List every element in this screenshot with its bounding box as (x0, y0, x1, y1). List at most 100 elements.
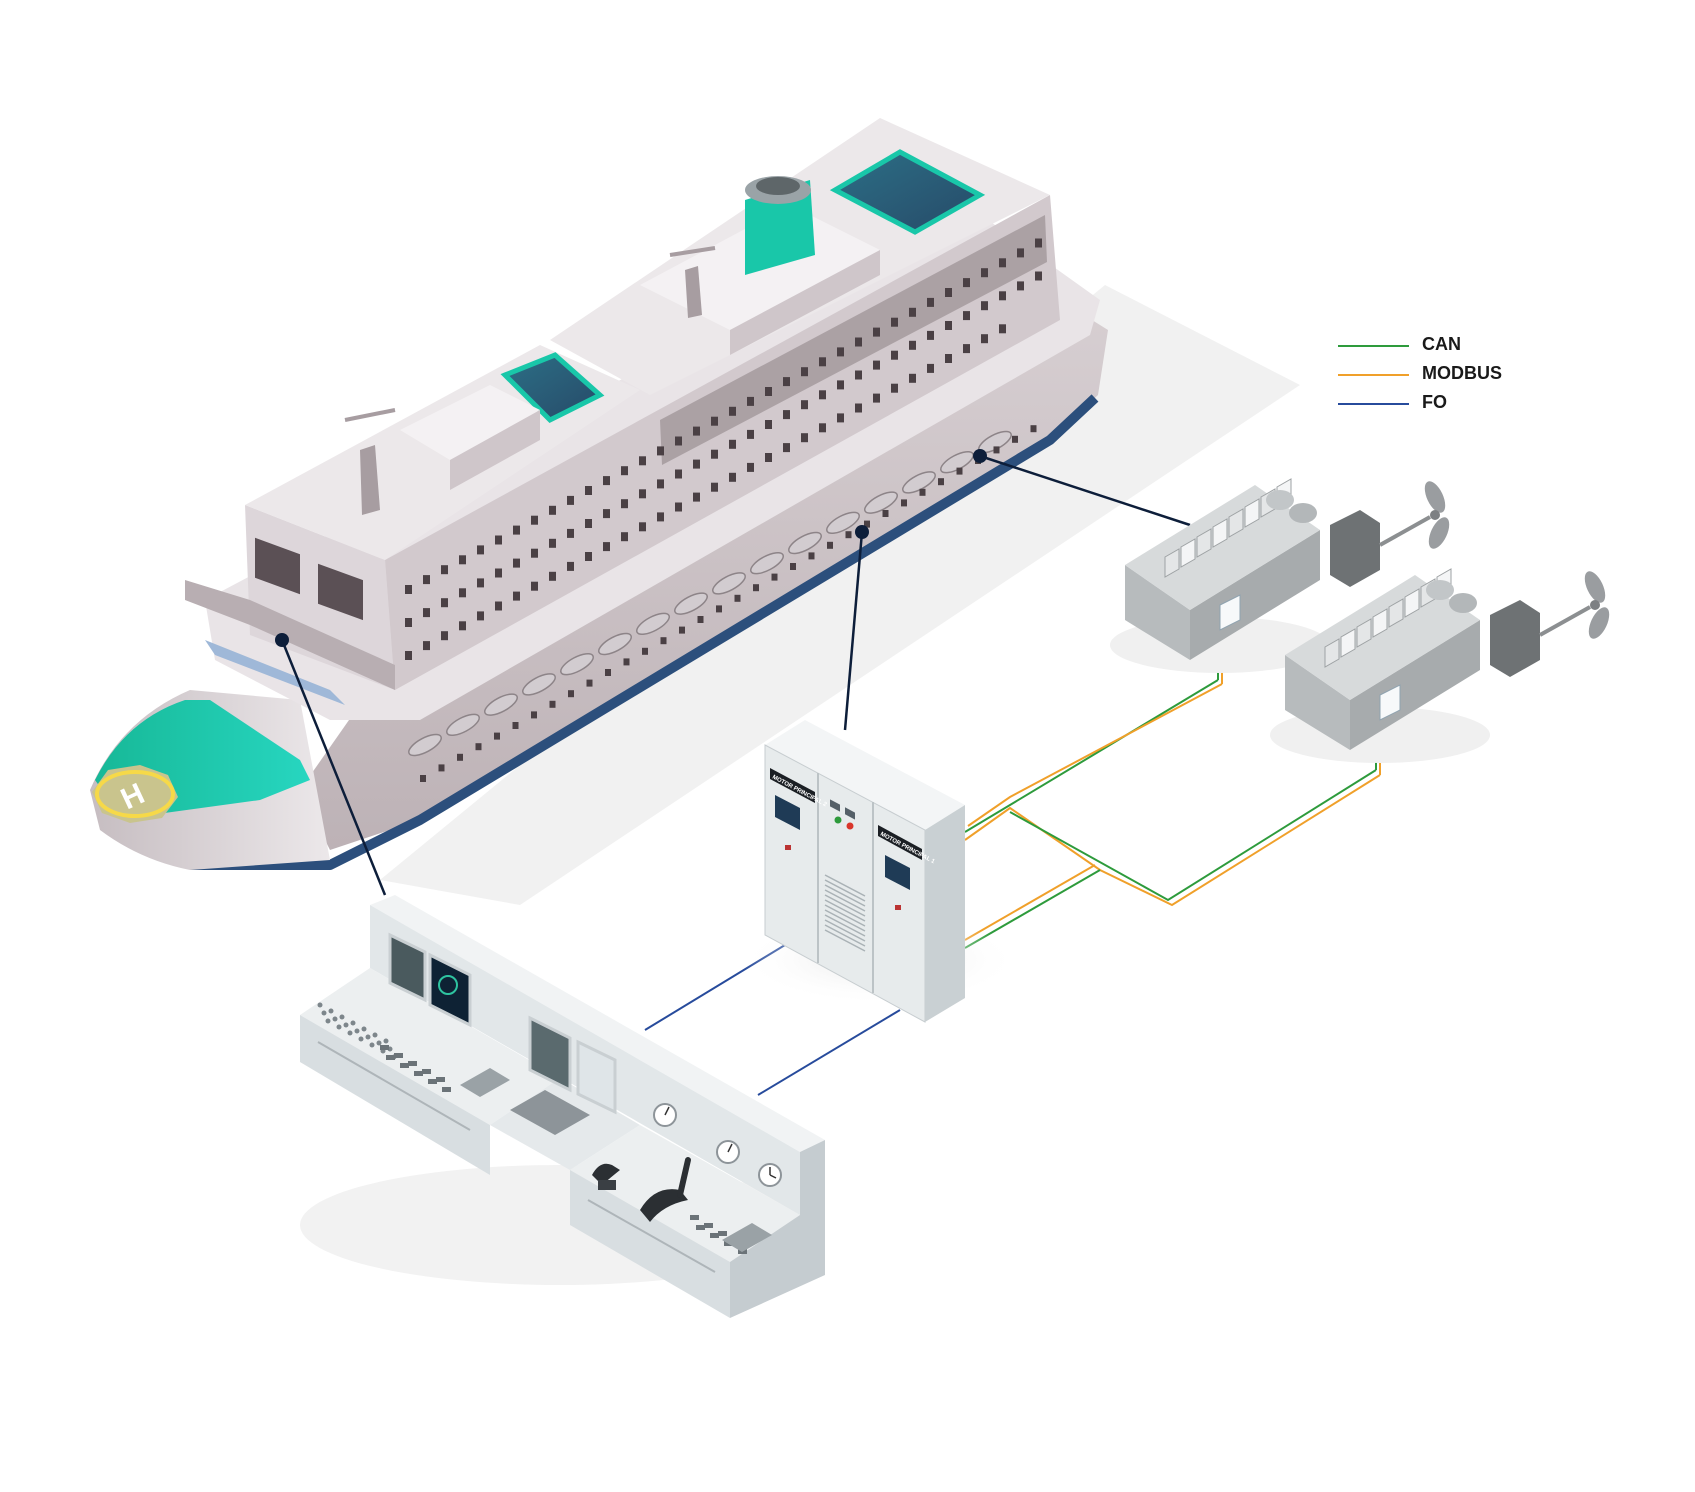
window (873, 327, 880, 337)
radar-mast-aft (344, 408, 396, 515)
lifeboat (446, 713, 480, 737)
lifeboat (864, 491, 898, 514)
window (909, 373, 916, 383)
lifeboat (712, 572, 746, 595)
console-button (328, 1008, 334, 1014)
window (999, 291, 1006, 301)
window (441, 631, 448, 641)
window (801, 433, 808, 443)
window (1035, 271, 1042, 281)
propeller-shaft (1539, 605, 1591, 637)
window (657, 479, 664, 489)
turbocharger (1449, 593, 1477, 613)
propeller-shaft (1379, 515, 1431, 547)
porthole (938, 478, 944, 486)
control-cabinet: MOTOR PRINCIPAL 2 MOTOR PRINCIPAL 1 (740, 720, 1020, 1023)
main-engine-2 (1270, 568, 1610, 763)
window (765, 420, 772, 429)
console-button (339, 1014, 345, 1020)
console-key (408, 1061, 417, 1066)
legend-label-fo: FO (1422, 392, 1447, 412)
window (603, 542, 610, 552)
cylinder-head (1228, 508, 1244, 538)
engine-top (1285, 575, 1480, 700)
window (477, 611, 484, 621)
lifeboat (750, 551, 784, 575)
window (495, 568, 502, 578)
gearbox (1490, 600, 1540, 677)
window (531, 581, 538, 591)
window (837, 380, 844, 390)
helipad-icon: H (92, 765, 178, 823)
callout-dot-engines (973, 449, 987, 463)
turbocharger (1426, 580, 1454, 600)
vent-slat (824, 899, 866, 922)
vent-slat (824, 889, 866, 912)
vent-slat (824, 904, 866, 927)
window (711, 482, 718, 492)
vent-slat (824, 879, 866, 902)
gauge-icon (716, 1140, 740, 1164)
console-button (347, 1030, 353, 1036)
console-key (414, 1071, 423, 1076)
window (405, 651, 412, 660)
porthole (679, 626, 685, 634)
callout-dot-console (275, 633, 289, 647)
turbocharger (1266, 490, 1294, 510)
porthole (771, 573, 778, 581)
porthole (790, 563, 796, 570)
console-button (361, 1026, 367, 1032)
window (981, 334, 988, 344)
console-button (354, 1028, 360, 1034)
console-key (704, 1223, 713, 1228)
lifeboat (826, 511, 860, 535)
window (423, 608, 430, 618)
porthole (993, 446, 1000, 454)
monitor-3 (528, 1015, 572, 1093)
engine-top (1125, 485, 1320, 610)
window (909, 340, 916, 350)
cylinder-head (1356, 618, 1372, 648)
window (639, 456, 646, 466)
console-key (442, 1087, 451, 1092)
clock-icon (758, 1163, 782, 1187)
window (837, 347, 844, 357)
window (945, 354, 952, 363)
porthole (512, 722, 519, 729)
window (675, 436, 682, 446)
console-key (710, 1233, 719, 1238)
porthole (956, 467, 963, 475)
window (459, 588, 466, 598)
cylinder-head (1324, 638, 1340, 668)
console-key (690, 1215, 699, 1220)
window (567, 495, 574, 505)
lifeboat (484, 693, 518, 716)
window (639, 489, 646, 499)
console-key (696, 1225, 705, 1230)
keyboard (510, 1090, 590, 1135)
cylinder-head (1212, 518, 1228, 548)
window (567, 561, 574, 571)
window (873, 360, 880, 370)
window (459, 621, 466, 631)
callout-lines (275, 449, 1191, 896)
window (891, 383, 898, 393)
porthole (568, 690, 574, 698)
console-button (376, 1040, 382, 1046)
window (873, 393, 880, 403)
console-button (383, 1038, 389, 1044)
window (441, 598, 448, 608)
legend-swatch-fo (1338, 403, 1409, 405)
window (783, 410, 790, 420)
porthole (1030, 425, 1037, 433)
cruise-ship: H (90, 118, 1108, 870)
window (495, 535, 502, 545)
window (657, 512, 664, 522)
window (819, 423, 826, 433)
window (549, 538, 556, 548)
porthole (420, 775, 426, 782)
window (495, 601, 502, 611)
window (603, 476, 610, 486)
lifeboat (902, 471, 936, 494)
